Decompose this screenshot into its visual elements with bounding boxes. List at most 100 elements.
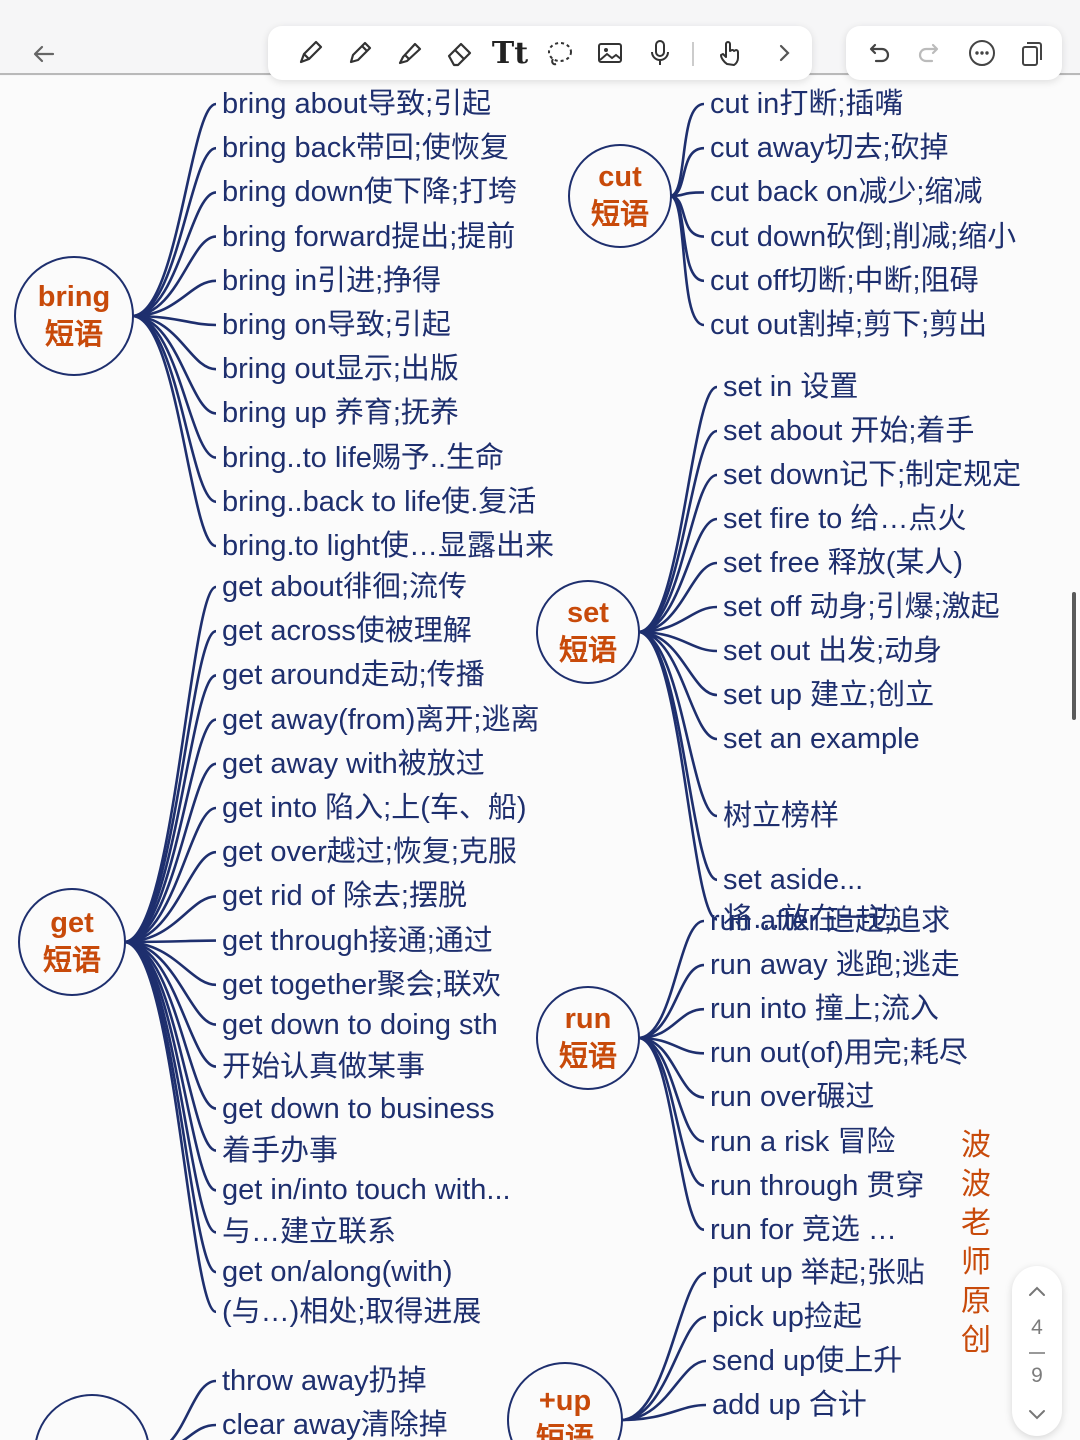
undo-icon[interactable] xyxy=(858,33,898,73)
run-phrase: run out(of)用完;耗尽 xyxy=(710,1037,968,1070)
cut-phrase: cut off切断;中断;阻碍 xyxy=(710,264,979,297)
highlighter-icon[interactable] xyxy=(390,33,430,73)
bring-phrase: bring out显示;出版 xyxy=(222,353,459,386)
away-phrase: throw away扔掉 xyxy=(222,1365,427,1397)
run-branch-line xyxy=(637,1036,705,1231)
set-phrase: set about 开始;着手 xyxy=(723,415,975,447)
get-topic-label: 短语 xyxy=(42,945,101,977)
run-branch-line xyxy=(637,919,705,1040)
set-branch-line xyxy=(637,630,718,818)
chevron-right-icon[interactable] xyxy=(764,33,804,73)
pages-icon[interactable] xyxy=(1012,33,1052,73)
get-branch-line xyxy=(123,940,217,1274)
bring-phrase: bring..to life赐予..生命 xyxy=(222,441,505,474)
bring-phrase: bring in引进;挣得 xyxy=(222,264,442,297)
set-phrase: 树立榜样 xyxy=(723,800,840,832)
set-branch-line xyxy=(637,517,718,634)
bring-branch-line xyxy=(131,279,217,318)
cut-phrase: cut down砍倒;削减;缩小 xyxy=(710,220,1017,253)
get-branch-line xyxy=(123,585,217,944)
set-phrase: set an example xyxy=(723,723,920,755)
bring-phrase: bring back带回;使恢复 xyxy=(222,132,509,165)
set-phrase: 将…放在一边 xyxy=(723,903,898,936)
bring-phrase: bring about导致;引起 xyxy=(222,88,492,120)
cut-branch-line xyxy=(669,146,705,198)
get-branch-line xyxy=(123,895,217,944)
up-branch-line xyxy=(620,1403,707,1422)
set-branch-line xyxy=(637,630,718,741)
up-phrase: put up 举起;张贴 xyxy=(712,1257,925,1289)
get-phrase: get on/along(with) xyxy=(222,1256,453,1289)
get-phrase: get away(from)离开;逃离 xyxy=(222,703,540,736)
get-phrase: get together聚会;联欢 xyxy=(222,968,501,1001)
get-phrase: get away with被放过 xyxy=(222,747,485,780)
run-phrase: run into 撞上;流入 xyxy=(710,993,939,1026)
get-phrase: 开始认真做某事 xyxy=(222,1050,426,1083)
get-phrase: get down to doing sth xyxy=(222,1008,498,1041)
set-phrase: set free 释放(某人) xyxy=(723,547,964,579)
hand-touch-icon[interactable] xyxy=(710,33,750,73)
cut-topic-node: cut 短语 xyxy=(568,144,672,248)
cut-phrase: cut away切去;砍掉 xyxy=(710,132,949,165)
text-icon[interactable]: Tt xyxy=(491,35,529,71)
get-branch-line xyxy=(123,629,217,944)
top-toolbar: Tt xyxy=(0,0,1080,80)
lasso-icon[interactable] xyxy=(540,33,580,73)
scrollbar-thumb[interactable] xyxy=(1072,592,1076,720)
set-phrase: set off 动身;引爆;激起 xyxy=(723,591,1000,623)
run-phrase: run over碾过 xyxy=(710,1081,875,1114)
bring-branch-line xyxy=(131,314,217,459)
cut-phrase: cut out割掉;剪下;剪出 xyxy=(710,309,988,341)
run-phrase: run a risk 冒险 xyxy=(710,1125,896,1158)
get-phrase: get over越过;恢复;克服 xyxy=(222,836,517,869)
pen-icon[interactable] xyxy=(290,33,330,73)
set-topic-label: set xyxy=(567,597,609,629)
get-phrase: get around走动;传播 xyxy=(222,659,485,692)
cut-branch-line xyxy=(669,194,705,283)
author-signature: 波波老师原创 xyxy=(961,1128,991,1358)
bring-branch-line xyxy=(131,314,217,548)
get-phrase: get through接通;通过 xyxy=(222,924,493,957)
more-icon[interactable] xyxy=(962,33,1002,73)
get-branch-line xyxy=(123,940,217,1110)
bring-branch-line xyxy=(131,235,217,318)
get-phrase: get into 陷入;上(车、船) xyxy=(222,792,527,824)
get-phrase: (与…)相处;取得进展 xyxy=(222,1295,482,1328)
get-branch-line xyxy=(123,939,217,944)
set-phrase: set fire to 给…点火 xyxy=(723,503,967,535)
up-phrase: send up使上升 xyxy=(712,1345,903,1377)
get-phrase: get across使被理解 xyxy=(222,615,472,648)
bring-phrase: bring on导致;引起 xyxy=(222,309,451,341)
page-up-icon[interactable] xyxy=(1022,1278,1052,1304)
microphone-icon[interactable] xyxy=(640,33,680,73)
set-phrase: set aside... xyxy=(723,863,864,896)
back-arrow-icon[interactable] xyxy=(24,34,64,74)
tool-separator xyxy=(692,42,694,66)
bring-branch-line xyxy=(131,191,217,318)
redo-icon[interactable] xyxy=(910,33,950,73)
get-phrase: 与…建立联系 xyxy=(222,1216,397,1249)
page-down-icon[interactable] xyxy=(1022,1402,1052,1428)
run-phrase: run after 追赶;追求 xyxy=(710,905,951,937)
get-phrase: get about徘徊;流传 xyxy=(222,571,467,603)
page-navigator: 4 9 xyxy=(1012,1266,1062,1436)
image-icon[interactable] xyxy=(590,33,630,73)
run-phrase: run away 逃跑;逃走 xyxy=(710,949,960,982)
bring-phrase: bring..back to life使.复活 xyxy=(222,485,537,518)
set-topic-label: 短语 xyxy=(558,635,617,667)
away-branch-line xyxy=(169,1379,217,1440)
set-branch-line xyxy=(637,473,718,634)
get-phrase: get rid of 除去;摆脱 xyxy=(222,880,467,913)
cut-topic-label: 短语 xyxy=(590,199,649,231)
away-phrase: clear away清除掉 xyxy=(222,1409,448,1440)
cut-topic-label: cut xyxy=(598,161,642,193)
page-divider xyxy=(1029,1352,1045,1354)
eraser-icon[interactable] xyxy=(440,33,480,73)
run-topic-label: run xyxy=(564,1003,612,1035)
away-branch-line xyxy=(181,1423,217,1440)
get-branch-line xyxy=(123,850,217,944)
pencil-icon[interactable] xyxy=(340,33,380,73)
